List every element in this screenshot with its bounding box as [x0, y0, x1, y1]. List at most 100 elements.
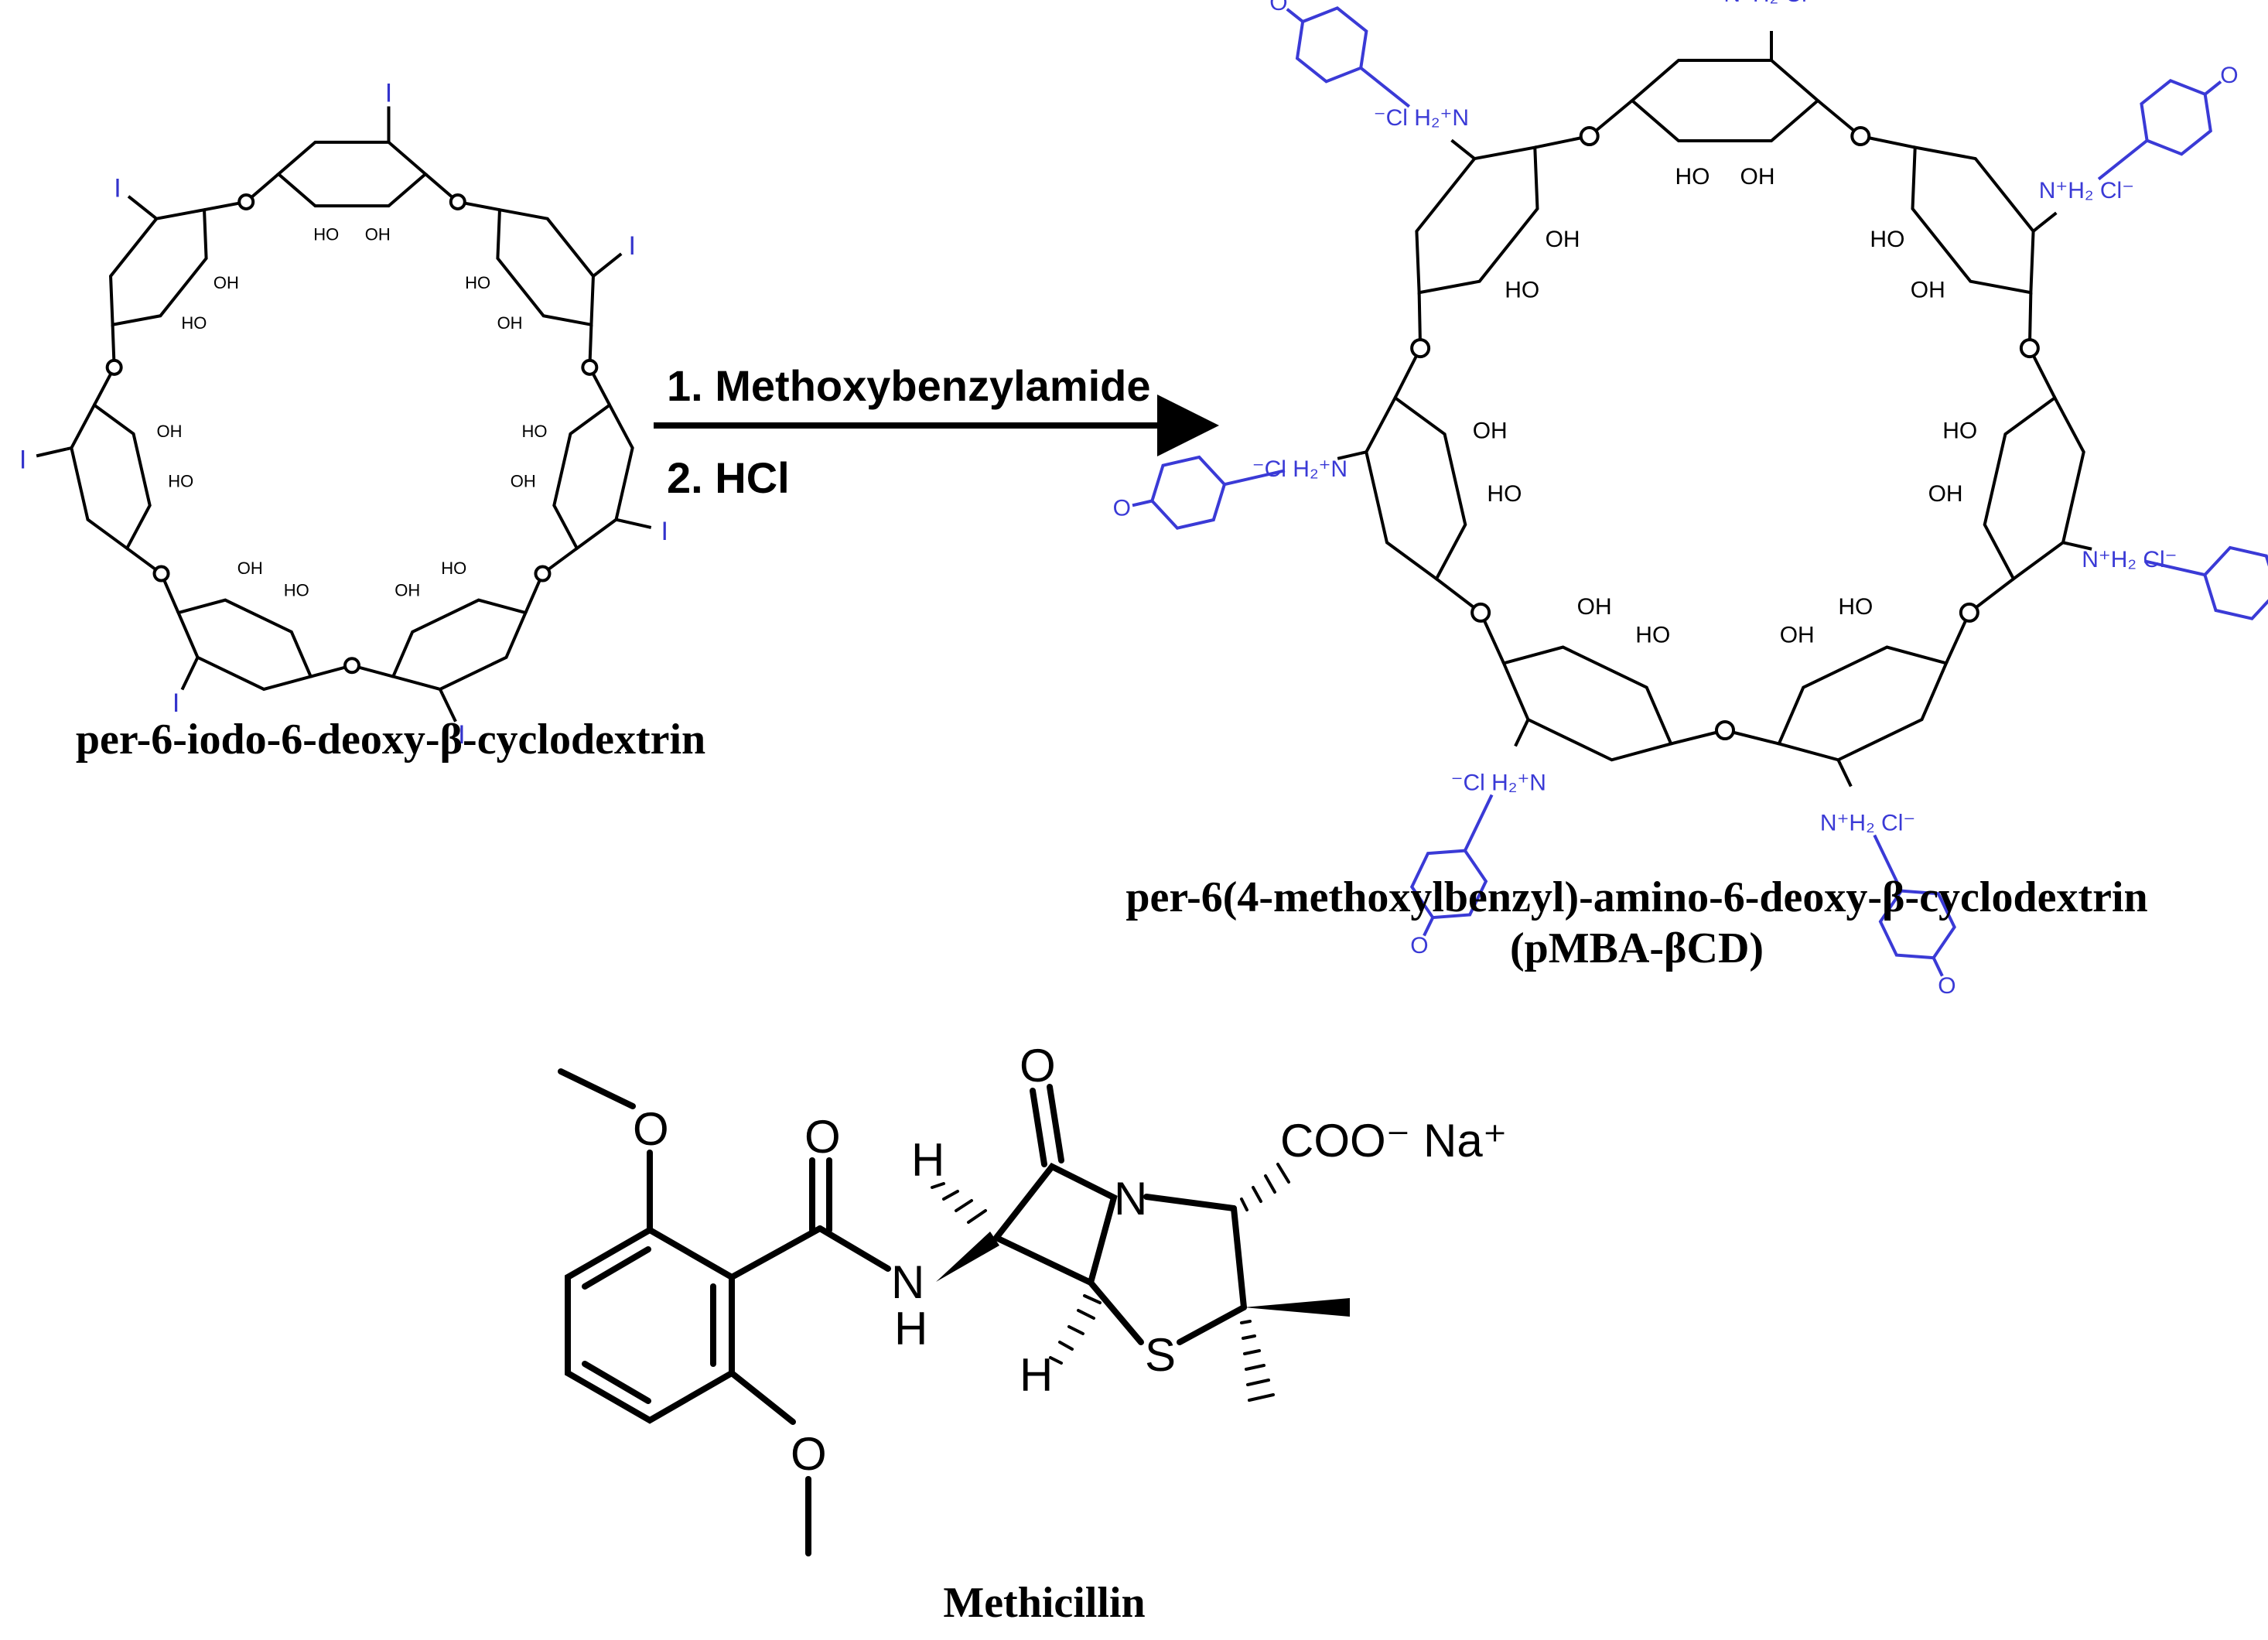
atom-s: S [1145, 1329, 1176, 1381]
substituent-bond [596, 252, 623, 275]
methoxy-oxygen: O [2220, 63, 2238, 88]
atom-n: N [891, 1256, 924, 1308]
substituent-bond [180, 661, 197, 691]
hydroxyl-label: HO [1838, 594, 1873, 620]
atom-o: O [633, 1103, 669, 1155]
iodine-label: I [458, 720, 465, 750]
carboxylate-sodium: COO⁻ Na⁺ [1280, 1115, 1507, 1167]
reaction-step-1: 1. Methoxybenzylamide [667, 361, 1151, 410]
wedge-bond [936, 1232, 999, 1282]
benzene-ring [1295, 6, 1368, 84]
benzyl-bond [1359, 67, 1411, 108]
hydroxyl-label: OH [213, 273, 239, 292]
benzyl-bond [2143, 559, 2205, 577]
c6-bond [193, 656, 200, 663]
ring-oxygen [152, 565, 170, 583]
glucose-ring [1777, 645, 1949, 762]
aromatic-double-bond [582, 1361, 651, 1404]
hydroxyl-label: HO [522, 422, 548, 441]
glucose-ring [1365, 395, 1467, 582]
methicillin-name: Methicillin [943, 1579, 1146, 1627]
glucose-ring [552, 402, 634, 551]
hydroxyl-label: OH [156, 422, 182, 441]
benzyl-bond [1224, 469, 1286, 487]
bond [558, 1068, 636, 1109]
c6-bond [66, 446, 72, 451]
substituent-bond [440, 692, 457, 723]
ring-oxygen [1579, 126, 1600, 147]
aromatic-double-bond [582, 1246, 651, 1290]
substituent-bond [1839, 764, 1853, 788]
ammonium-chloride-label: ⁻Cl H₂⁺N [1374, 105, 1469, 131]
iodine-label: I [19, 445, 26, 474]
glucose-ring [391, 598, 528, 692]
beta-lactam-ring [993, 1162, 1118, 1287]
bond [729, 1370, 796, 1425]
product-abbreviation: (pMBA-βCD) [1509, 924, 1764, 972]
iodine-label: I [172, 688, 179, 718]
hydroxyl-label: OH [1546, 227, 1580, 252]
substituent-bond [1450, 138, 1471, 156]
c6-bond [1359, 450, 1367, 456]
c6-bond [1468, 153, 1476, 160]
atom-o: O [804, 1111, 841, 1163]
ring-oxygen [1959, 602, 1979, 623]
product-macrocycle [1365, 59, 2085, 762]
c6-bond [592, 272, 599, 278]
hydroxyl-label: OH [497, 313, 523, 333]
hydroxyl-label: OH [237, 559, 263, 578]
substituent-bond [1514, 724, 1527, 747]
c6-bond [2032, 226, 2040, 233]
glucose-ring [496, 207, 595, 327]
glucose-ring [176, 598, 313, 692]
methicillin-atom-labels: O O O O N H N S H H COO⁻ Na⁺ [633, 1040, 1507, 1480]
hydroxyl-label: HO [441, 559, 466, 578]
benzene-ring [1150, 455, 1227, 530]
atom-o: O [1020, 1040, 1056, 1092]
methoxy-oxygen: O [1269, 0, 1287, 15]
hydroxyl-label: HO [1487, 481, 1522, 507]
c6-bond [616, 518, 622, 523]
hydroxyl-label: HO [1635, 622, 1670, 647]
ring-oxygen [449, 193, 466, 210]
benzene-ring [565, 1226, 735, 1424]
benzene-ring [2203, 545, 2268, 620]
ammonium-chloride-label: N⁺H₂ Cl⁻ [1820, 811, 1915, 836]
reactant-iodomethyl-groups [36, 106, 652, 723]
hydroxyl-label: HO [1675, 164, 1710, 190]
ring-oxygen [1410, 338, 1431, 359]
c6-bond [1524, 719, 1530, 726]
glucose-ring [1629, 59, 1821, 142]
hydroxyl-label: HO [1870, 227, 1904, 252]
hydroxyl-label: OH [1577, 594, 1612, 620]
glucose-ring [1415, 145, 1539, 295]
iodine-label: I [629, 231, 636, 261]
hydroxyl-label: HO [313, 225, 339, 244]
bond [729, 1225, 823, 1280]
ring-oxygen [343, 657, 360, 675]
substituent-bond [36, 447, 67, 458]
carbonyl-bond [1047, 1084, 1064, 1163]
ring-oxygen [534, 565, 552, 583]
glucose-ring [109, 207, 208, 327]
methoxy-bond [1132, 499, 1153, 507]
iodine-label: I [385, 79, 392, 108]
ring-oxygen [1715, 720, 1735, 740]
reactant-name: per-6-iodo-6-deoxy-β-cyclodextrin [75, 716, 706, 764]
methoxy-oxygen: O [1938, 973, 1955, 999]
methyl-wedge [1244, 1298, 1350, 1317]
atom-n: N [1114, 1173, 1147, 1225]
c6-bond [2062, 541, 2070, 546]
hydroxyl-label: OH [1928, 481, 1963, 507]
ring-oxygen [1470, 602, 1491, 623]
product-name: per-6(4-methoxylbenzyl)-amino-6-deoxy-β-… [1125, 873, 2148, 921]
ammonium-chloride-label: N⁺H₂ Cl⁻ [2039, 178, 2134, 203]
glucose-ring [275, 140, 429, 208]
reactant-macrocycle [70, 140, 634, 692]
methoxy-bond [1932, 957, 1944, 977]
methoxy-bond [1286, 8, 1304, 23]
bond [1177, 1304, 1247, 1345]
glucose-ring [1501, 645, 1673, 762]
bond [1143, 1194, 1237, 1211]
